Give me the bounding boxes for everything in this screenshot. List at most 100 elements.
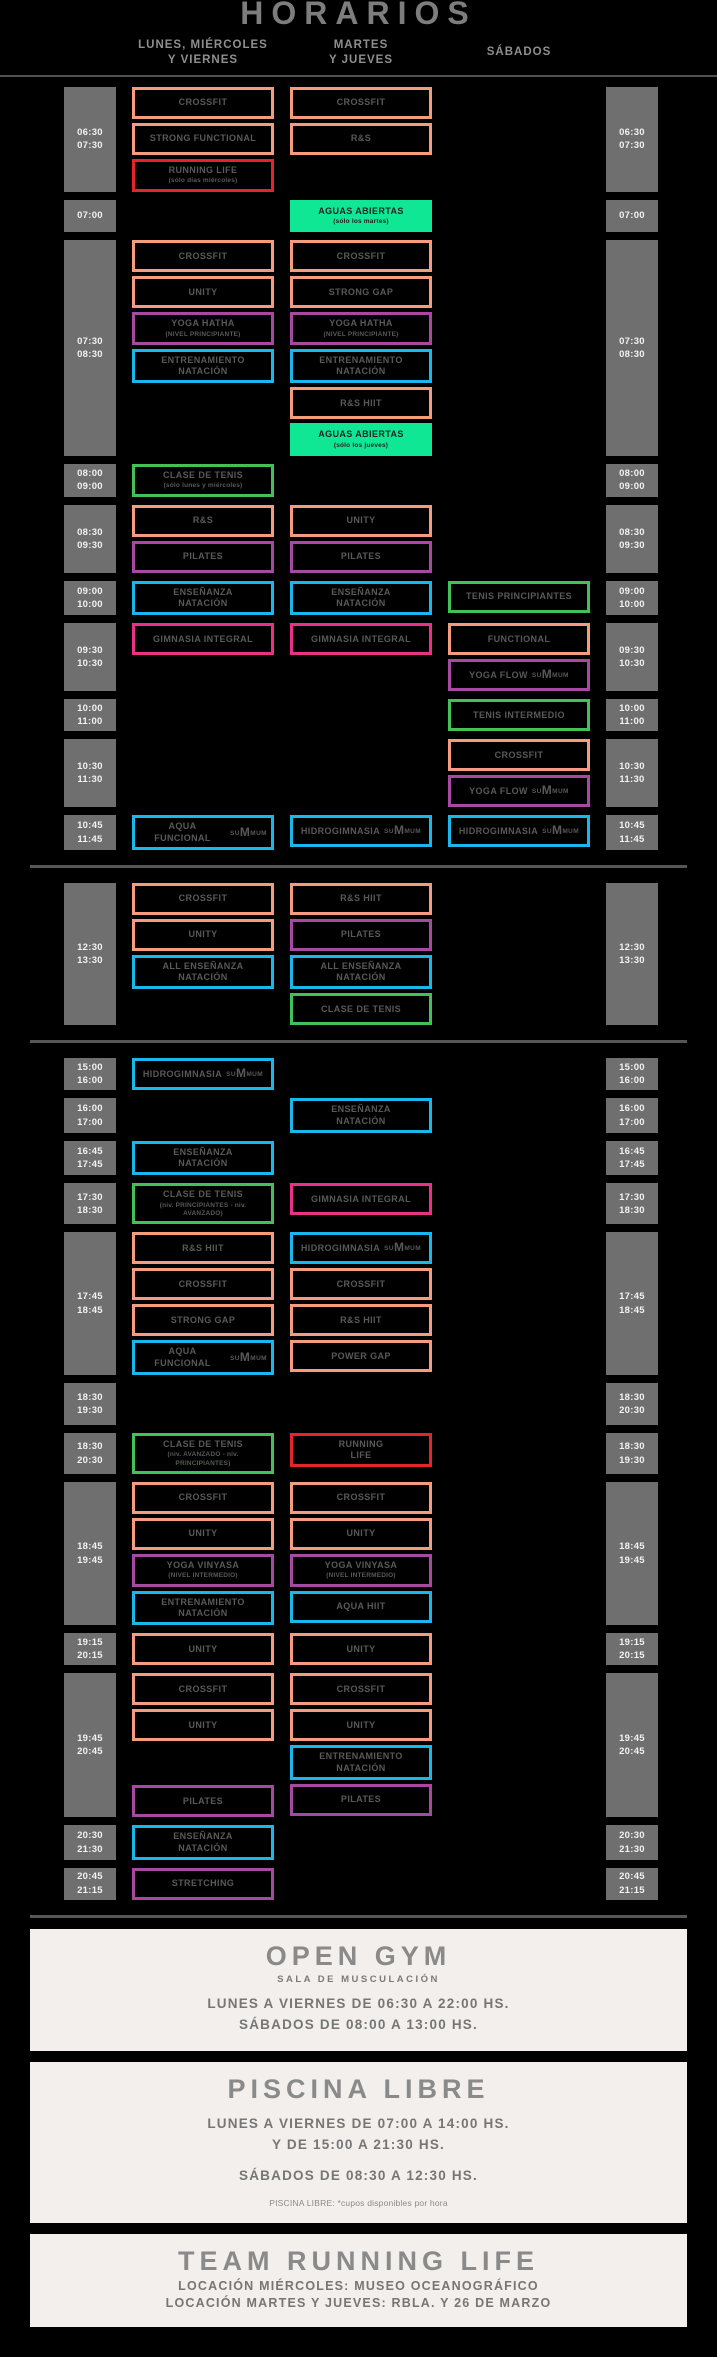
class-label: TENIS INTERMEDIO bbox=[473, 710, 565, 721]
day-column-martes: RUNNING LIFE bbox=[290, 1432, 432, 1474]
class-box: PILATES bbox=[132, 1785, 274, 1818]
class-label: ENTRENAMIENTO NATACIÓN bbox=[319, 355, 403, 378]
class-name: UNITY bbox=[346, 1643, 376, 1654]
class-label: CROSSFIT bbox=[337, 251, 386, 262]
class-box: CROSSFIT bbox=[132, 1482, 274, 1515]
open-gym-card: OPEN GYM SALA DE MUSCULACIÓN LUNES A VIE… bbox=[30, 1928, 687, 2052]
day-column-lunes bbox=[132, 699, 274, 731]
day-column-martes bbox=[290, 1825, 432, 1860]
class-name: STRONG GAP bbox=[170, 1314, 236, 1325]
class-label: CROSSFIT bbox=[179, 1492, 228, 1503]
class-name: YOGA FLOW bbox=[469, 785, 528, 796]
class-box: RUNNING LIFE (sólo días miércoles) bbox=[132, 158, 274, 192]
class-name: PILATES bbox=[340, 929, 382, 940]
class-name: HIDROGIMNASIA bbox=[142, 1068, 223, 1079]
time-slot: 12:30 13:30 bbox=[64, 882, 116, 1026]
class-box: AGUAS ABIERTAS(sólo los jueves) bbox=[290, 423, 432, 457]
class-name: R&S HIIT bbox=[340, 1314, 382, 1325]
time-slot: 09:30 10:30 bbox=[64, 623, 116, 692]
class-sublabel: (sólo días miércoles) bbox=[168, 177, 238, 185]
class-name: GIMNASIA INTEGRAL bbox=[311, 1193, 411, 1204]
day-column-sabados bbox=[448, 1673, 590, 1817]
class-box: ENTRENAMIENTO NATACIÓN bbox=[132, 348, 274, 384]
day-column-sabados: TENIS INTERMEDIO bbox=[448, 699, 590, 732]
class-label: GIMNASIA INTEGRAL bbox=[153, 634, 253, 645]
class-box: RUNNING LIFE bbox=[290, 1432, 432, 1468]
day-column-sabados bbox=[448, 1383, 590, 1425]
class-label: CROSSFIT bbox=[337, 1492, 386, 1503]
class-name: R&S bbox=[350, 133, 372, 144]
day-column-martes: UNITY bbox=[290, 1633, 432, 1666]
class-name: YOGA HATHA bbox=[171, 318, 235, 329]
class-label: CLASE DE TENIS bbox=[163, 1439, 243, 1450]
day-column-martes: GIMNASIA INTEGRAL bbox=[290, 623, 432, 691]
class-label: UNITY bbox=[347, 1644, 376, 1655]
time-slot: 08:00 09:00 bbox=[64, 464, 116, 497]
class-box: FUNCTIONAL bbox=[448, 623, 590, 656]
class-name: CLASE DE TENIS bbox=[162, 1438, 244, 1449]
time-slot: 19:45 20:45 bbox=[606, 1673, 658, 1818]
piscina-hours-saturday: SÁBADOS DE 08:30 A 12:30 HS. bbox=[239, 2167, 478, 2183]
class-label: CROSSFIT bbox=[337, 1279, 386, 1290]
team-location-martes-jueves: LOCACIÓN MARTES Y JUEVES: RBLA. Y 26 DE … bbox=[165, 2296, 552, 2311]
time-slot: 18:30 20:30 bbox=[64, 1432, 116, 1475]
class-box: PILATES bbox=[290, 918, 432, 951]
class-box: CLASE DE TENIS(niv. PRINCIPIANTES - niv.… bbox=[132, 1183, 274, 1225]
class-label: YOGA HATHA bbox=[171, 318, 235, 329]
day-column-lunes: ENSEÑANZA NATACIÓN bbox=[132, 1825, 274, 1860]
class-box: STRONG FUNCTIONAL bbox=[132, 122, 274, 155]
class-label: CLASE DE TENIS bbox=[321, 1004, 401, 1015]
time-slot: 17:45 18:45 bbox=[64, 1232, 116, 1375]
class-label: ENSEÑANZA NATACIÓN bbox=[331, 587, 391, 610]
class-box: UNITY bbox=[290, 1709, 432, 1742]
class-box: CROSSFIT bbox=[132, 86, 274, 119]
class-label: AGUAS ABIERTAS bbox=[318, 206, 404, 217]
class-box: R&S HIIT bbox=[290, 387, 432, 420]
day-column-sabados bbox=[448, 87, 590, 192]
class-label: R&S bbox=[193, 515, 213, 526]
class-name: UNITY bbox=[188, 1719, 218, 1730]
time-slot: 16:45 17:45 bbox=[606, 1140, 658, 1176]
class-name: UNITY bbox=[188, 1643, 218, 1654]
class-name: CROSSFIT bbox=[336, 1492, 386, 1503]
class-box: ALL ENSEÑANZA NATACIÓN bbox=[132, 954, 274, 990]
time-slot: 20:30 21:30 bbox=[606, 1825, 658, 1860]
class-box: GIMNASIA INTEGRAL bbox=[132, 623, 274, 656]
class-name: AQUA FUNCIONAL bbox=[154, 1346, 211, 1368]
class-sublabel: (NIVEL PRINCIPIANTE) bbox=[165, 330, 241, 338]
class-box: GIMNASIA INTEGRAL bbox=[290, 623, 432, 656]
class-name: STRETCHING bbox=[171, 1878, 235, 1889]
class-label: CROSSFIT bbox=[179, 1684, 228, 1695]
class-box: CLASE DE TENIS(sólo lunes y miércoles) bbox=[132, 464, 274, 497]
column-header-martes-jueves: MARTES Y JUEVES bbox=[328, 39, 394, 66]
class-name: RUNNING LIFE bbox=[168, 164, 238, 175]
time-slot: 07:30 08:30 bbox=[606, 240, 658, 457]
day-column-martes bbox=[290, 1141, 432, 1176]
class-label: STRONG GAP bbox=[329, 287, 394, 298]
class-label: R&S HIIT bbox=[340, 398, 382, 409]
class-name: AQUA HIIT bbox=[336, 1601, 386, 1612]
class-name: ENSEÑANZA NATACIÓN bbox=[331, 586, 391, 609]
class-box: CLASE DE TENIS(niv. AVANZADO - niv. PRIN… bbox=[132, 1432, 274, 1475]
class-box: UNITY bbox=[290, 1518, 432, 1551]
day-column-lunes: CLASE DE TENIS(niv. AVANZADO - niv. PRIN… bbox=[132, 1432, 274, 1475]
page-title: HORARIOS bbox=[240, 0, 477, 31]
day-column-lunes bbox=[132, 1383, 274, 1425]
class-name: UNITY bbox=[346, 1528, 376, 1539]
class-name: STRONG GAP bbox=[328, 286, 394, 297]
